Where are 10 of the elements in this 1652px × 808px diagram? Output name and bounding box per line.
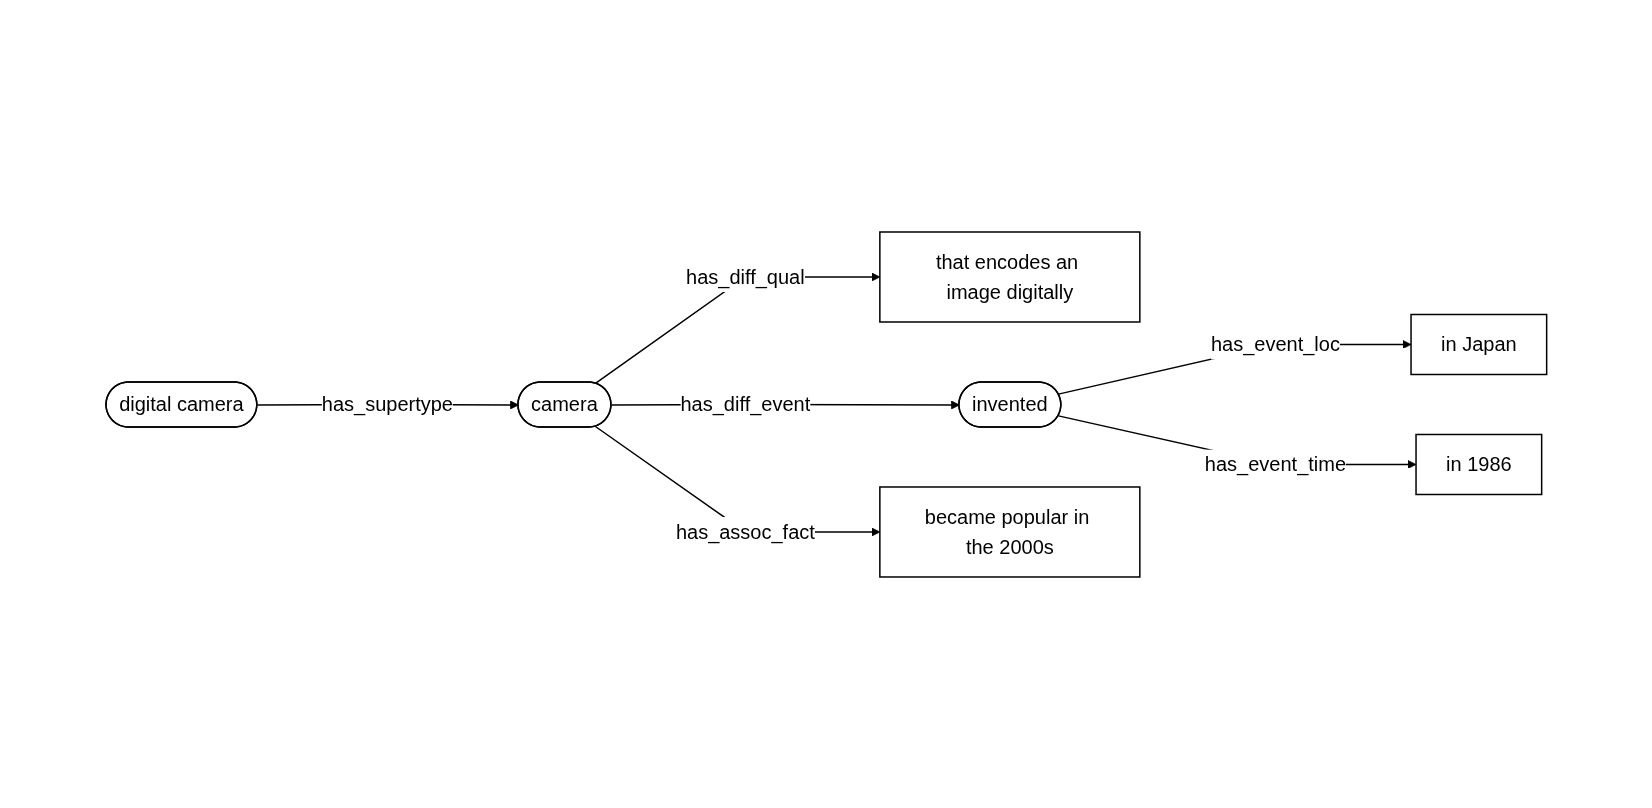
node-box: in 1986	[1414, 433, 1543, 495]
edge-label: has_assoc_fact	[675, 520, 815, 543]
node-box: that encodes an image digitally	[878, 230, 1141, 323]
node-box: in Japan	[1409, 313, 1548, 375]
edge-label: has_diff_event	[680, 392, 810, 415]
edge-label: has_diff_qual	[685, 265, 805, 288]
node-box: became popular in the 2000s	[878, 485, 1141, 578]
edge-label: has_supertype	[321, 392, 453, 415]
edge-label: has_event_time	[1204, 452, 1346, 475]
edge-label: has_event_loc	[1210, 333, 1340, 355]
